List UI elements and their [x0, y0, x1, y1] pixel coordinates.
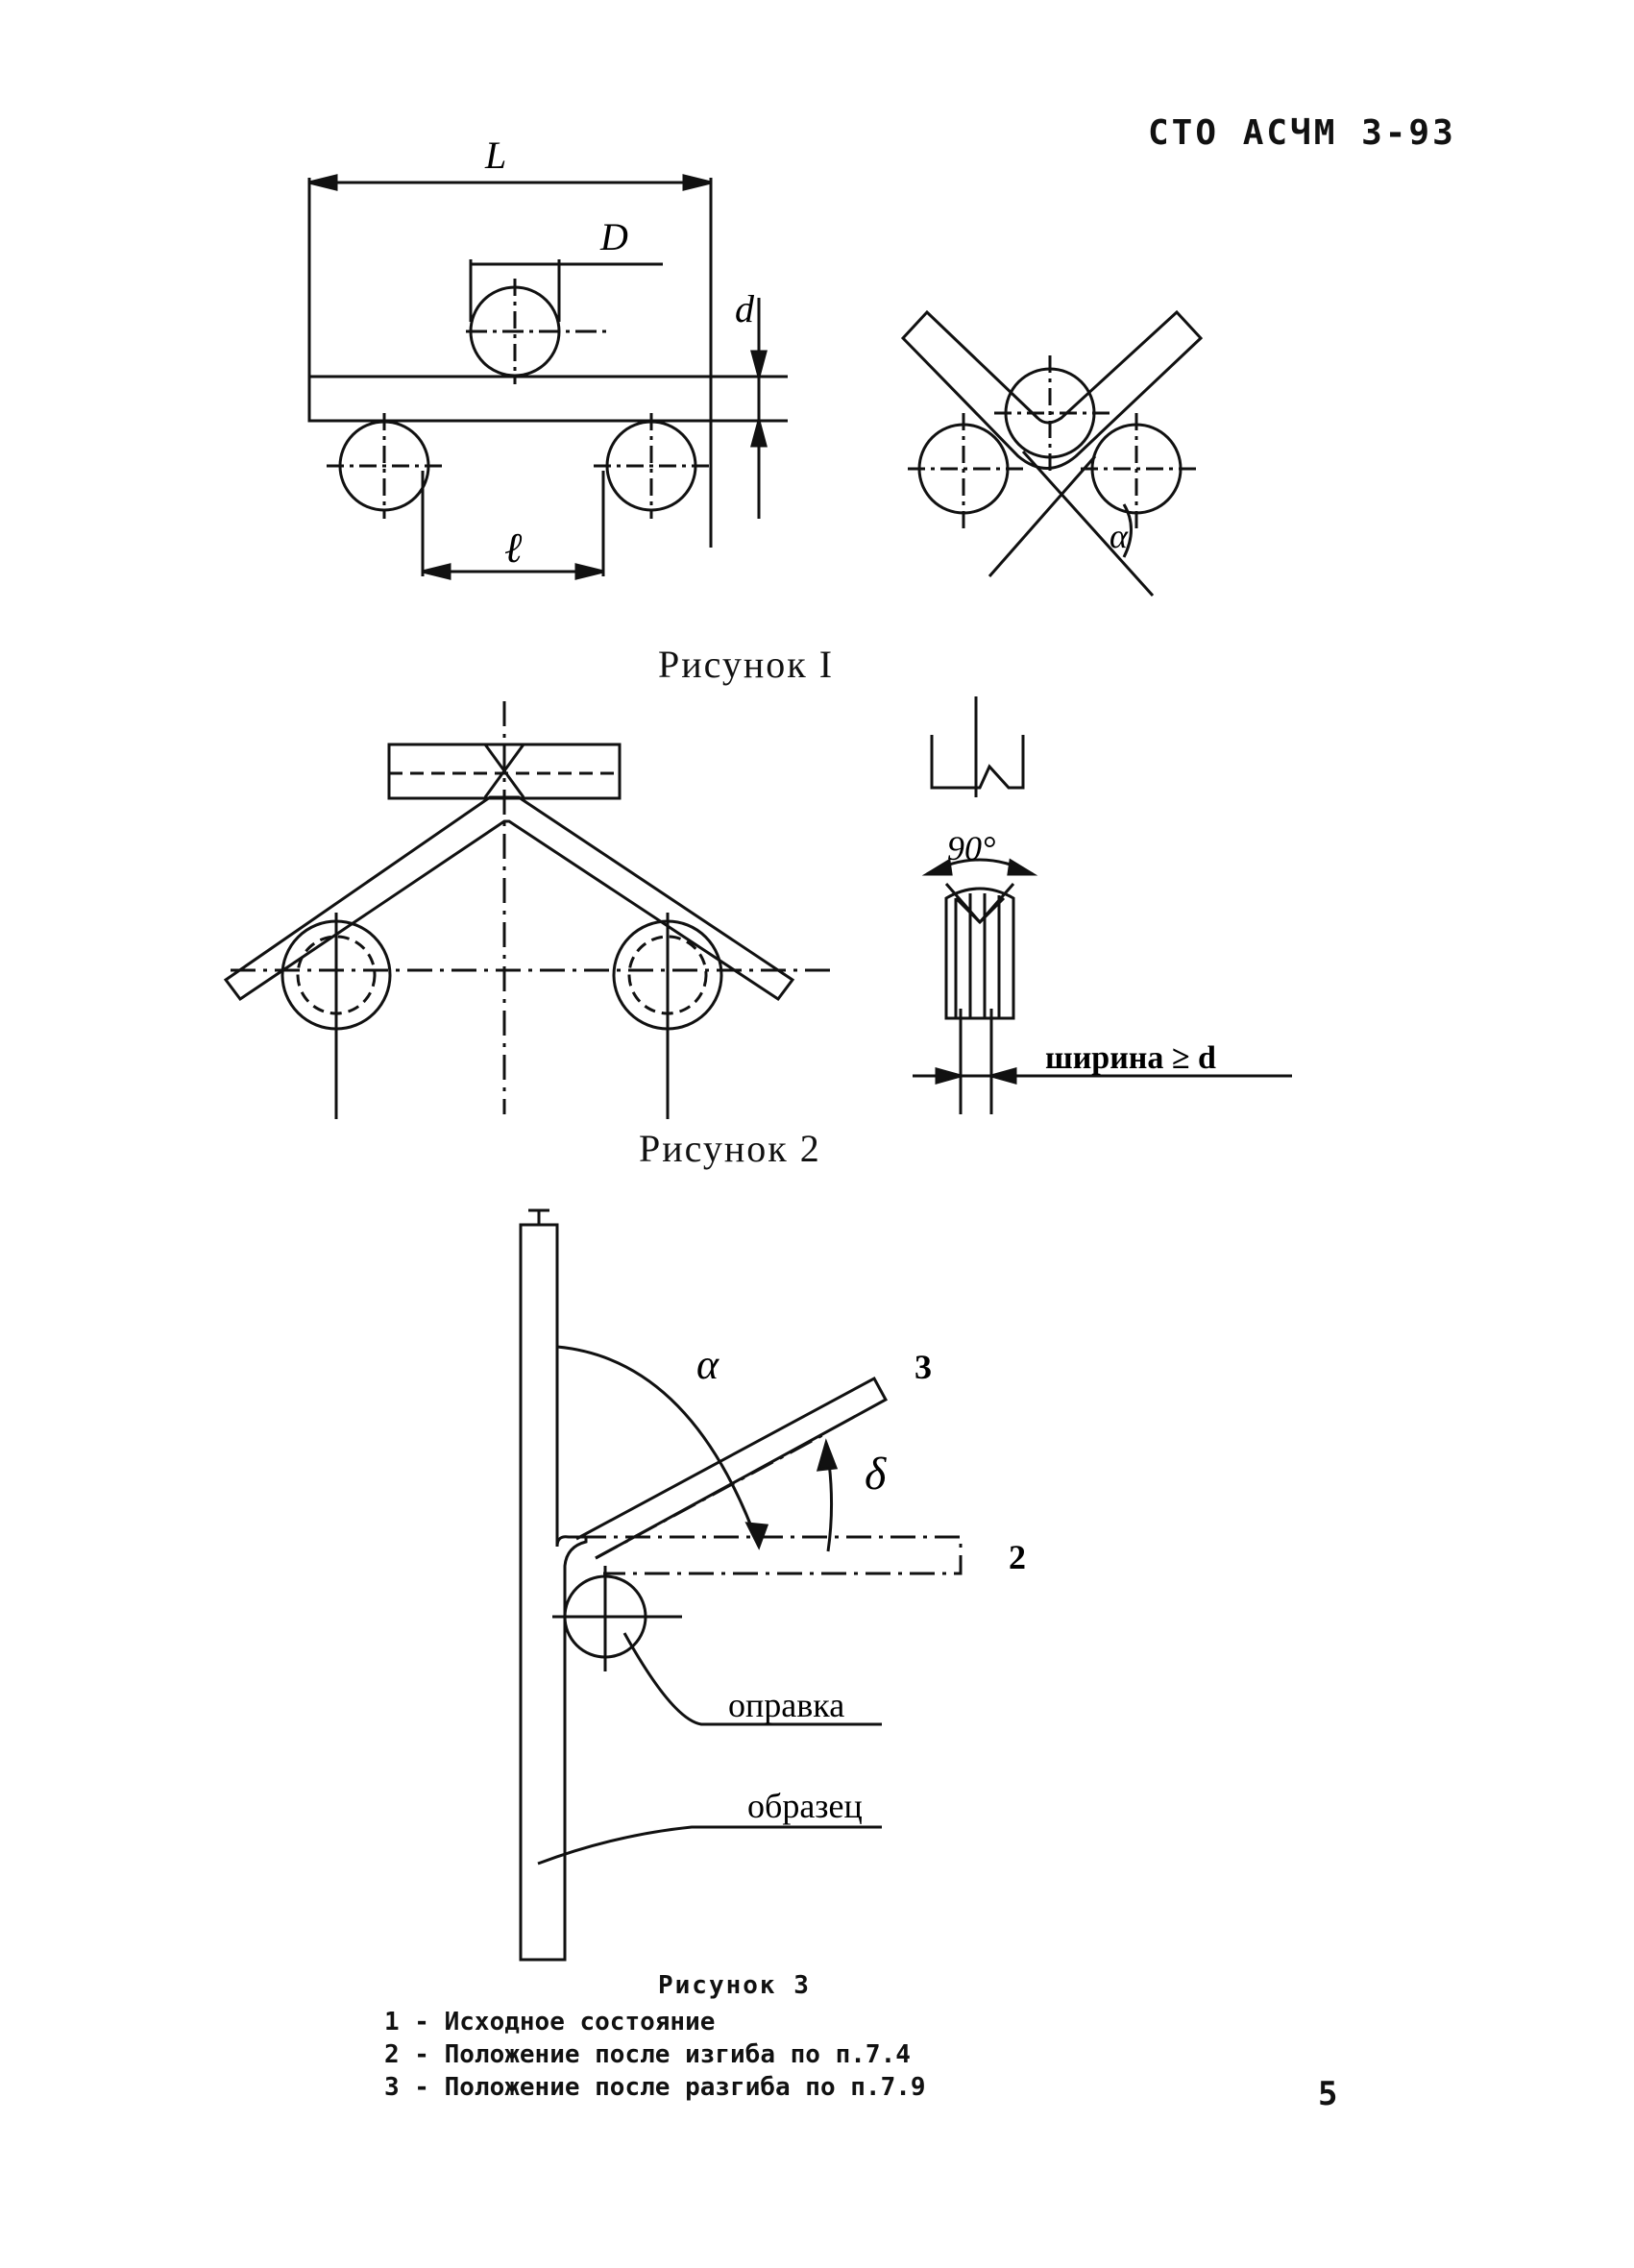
label-span-L: L: [484, 134, 506, 177]
figure-3-legend: 1 - Исходное состояние 2 - Положение пос…: [384, 2006, 926, 2104]
label-distance-l: ℓ: [504, 524, 523, 572]
page-number: 5: [1318, 2075, 1338, 2113]
figure-1-drawing: L D d ℓ α: [307, 134, 1204, 597]
label-angle-alpha: α: [1110, 517, 1129, 555]
legend-row-3: 3 - Положение после разгиба по п.7.9: [384, 2073, 926, 2102]
figure-3-drawing: α δ 3 2 оправка образец: [519, 1208, 1026, 1962]
legend-row-2: 2 - Положение после изгиба по п.7.4: [384, 2040, 911, 2069]
label-delta: δ: [865, 1449, 887, 1500]
figure-2-caption: Рисунок 2: [639, 1127, 821, 1170]
label-width: ширина ≥ d: [1045, 1040, 1216, 1076]
label-position-2: 2: [1009, 1538, 1026, 1576]
label-mandrel: оправка: [728, 1686, 844, 1724]
label-position-3: 3: [915, 1348, 932, 1386]
label-angle-90: 90°: [947, 829, 995, 867]
figure-3-caption: Рисунок 3: [658, 1971, 811, 2000]
label-thickness-d: d: [735, 287, 755, 330]
document-code: СТО АСЧМ 3-93: [1148, 113, 1456, 153]
label-specimen: образец: [747, 1787, 863, 1825]
figure-1-caption: Рисунок I: [658, 643, 835, 686]
legend-row-1: 1 - Исходное состояние: [384, 2008, 716, 2036]
figure-2-drawing: 90° ширина ≥ d: [223, 696, 1292, 1119]
label-alpha: α: [696, 1341, 719, 1388]
label-diameter-D: D: [599, 215, 628, 258]
